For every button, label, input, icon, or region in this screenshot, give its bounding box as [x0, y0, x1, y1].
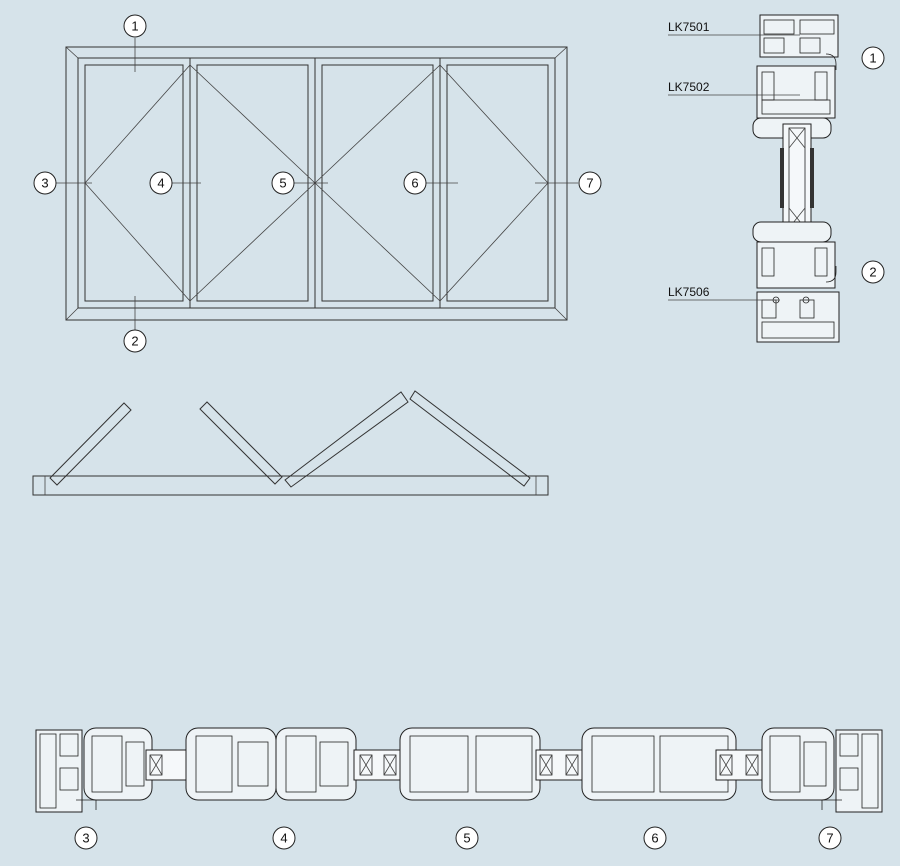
callout-7: 7	[578, 171, 602, 195]
profile-lk7506	[756, 291, 840, 343]
callout-1: 1	[123, 14, 147, 38]
glazing-unit-vertical	[780, 123, 814, 235]
plan-callout-5: 5	[455, 826, 479, 850]
sash-section-last	[761, 727, 835, 801]
front-elevation: 1 2 3 4 5 6 7	[33, 14, 602, 353]
svg-text:3: 3	[82, 831, 89, 846]
glass-section-1	[145, 749, 187, 781]
hinge-joint-4	[275, 727, 357, 801]
plan-callout-4: 4	[272, 826, 296, 850]
hinge-joint-6	[581, 727, 737, 801]
jamb-left	[35, 729, 97, 813]
sash-section-1	[83, 727, 153, 801]
plan-callout-7: 7	[818, 826, 842, 850]
glass-section-4	[715, 749, 763, 781]
folding-leaf-1	[49, 402, 132, 486]
svg-text:1: 1	[869, 51, 876, 66]
plan-callout-3: 3	[74, 826, 98, 850]
callout-3: 3	[33, 171, 57, 195]
horizontal-section: 3 4 5 6 7	[35, 727, 883, 850]
callout-5: 5	[271, 171, 295, 195]
svg-text:LK7506: LK7506	[668, 285, 710, 299]
svg-text:2: 2	[131, 334, 138, 349]
svg-text:5: 5	[463, 831, 470, 846]
glass-section-3	[535, 749, 583, 781]
svg-text:2: 2	[869, 265, 876, 280]
sash-section-2	[185, 727, 277, 801]
svg-text:LK7501: LK7501	[668, 20, 710, 34]
svg-text:4: 4	[280, 831, 287, 846]
svg-text:7: 7	[826, 831, 833, 846]
callout-6: 6	[403, 171, 427, 195]
folding-leaf-2	[199, 401, 283, 485]
section-callout-1: 1	[861, 46, 885, 70]
svg-text:3: 3	[41, 176, 48, 191]
outer-frame	[65, 46, 568, 321]
folding-leaf-4	[409, 390, 531, 487]
svg-text:5: 5	[279, 176, 286, 191]
label-lk7502: LK7502	[668, 80, 800, 96]
jamb-right	[821, 729, 883, 813]
hinge-joint-5	[399, 727, 541, 801]
callout-2: 2	[123, 329, 147, 353]
svg-text:7: 7	[586, 176, 593, 191]
profile-bottom-rail	[752, 221, 837, 289]
svg-text:LK7502: LK7502	[668, 80, 710, 94]
svg-text:6: 6	[411, 176, 418, 191]
plan-callout-6: 6	[643, 826, 667, 850]
svg-text:4: 4	[157, 176, 164, 191]
section-callout-2: 2	[861, 260, 885, 284]
profile-lk7501	[759, 14, 839, 70]
svg-text:6: 6	[651, 831, 658, 846]
svg-text:1: 1	[131, 19, 138, 34]
folding-leaf-3	[284, 391, 409, 488]
label-lk7506: LK7506	[668, 285, 780, 301]
label-lk7501: LK7501	[668, 20, 800, 36]
glass-section-2	[353, 749, 403, 781]
vertical-section: LK7501 LK7502 LK7506 1 2	[668, 14, 885, 343]
callout-4: 4	[149, 171, 173, 195]
plan-view-folding	[32, 390, 549, 496]
